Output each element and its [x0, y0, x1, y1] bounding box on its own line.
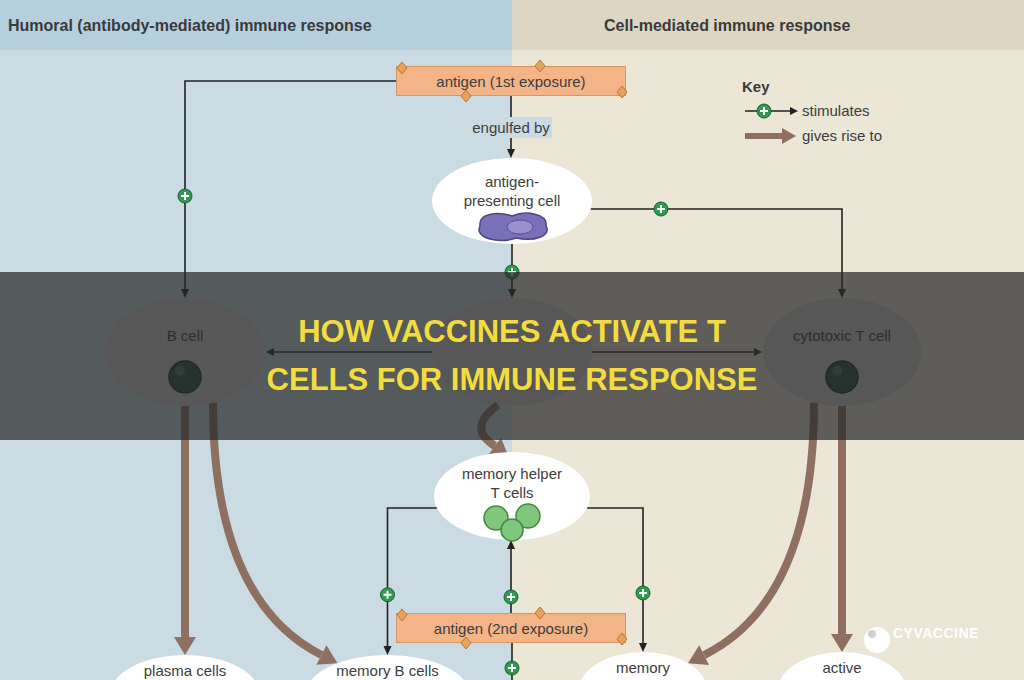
gives-rise-connector	[688, 402, 814, 664]
legend-heading: Key	[742, 78, 770, 95]
stimulate-plus	[639, 589, 647, 597]
connector-line	[213, 403, 321, 655]
arrow-head	[782, 128, 796, 144]
node-text: Humoral (antibody-mediated) immune respo…	[8, 16, 372, 35]
cell-ellipse: active	[777, 652, 907, 680]
node-text: antigen (1st exposure)	[436, 72, 585, 91]
section-header: Humoral (antibody-mediated) immune respo…	[0, 0, 512, 50]
arrow-head	[507, 149, 515, 158]
stimulate-mark	[381, 588, 395, 602]
connector-line	[181, 406, 189, 637]
connector	[504, 540, 518, 613]
stimulate-plus	[507, 593, 515, 601]
antigen-diamond	[617, 86, 627, 98]
stimulate-plus	[508, 664, 516, 672]
watermark-logo-dot	[868, 630, 876, 638]
stimulate-mark	[757, 104, 771, 118]
ellipse-shape	[432, 158, 592, 244]
title-container: HOW VACCINES ACTIVATE T CELLS FOR IMMUNE…	[0, 272, 1024, 440]
stimulate-circle	[654, 202, 668, 216]
node-text: memory helper T cells	[457, 464, 567, 502]
antigen-diamond	[617, 633, 627, 645]
legend-text: stimulates	[802, 102, 870, 119]
stimulate-circle	[381, 588, 395, 602]
arrow-head	[384, 646, 392, 655]
legend-line	[745, 133, 782, 139]
stimulate-circle	[636, 586, 650, 600]
section-header: Cell-mediated immune response	[512, 0, 1024, 50]
connector-line	[704, 402, 814, 655]
connector	[507, 96, 515, 158]
gives-rise-connector	[174, 406, 196, 655]
legend-text: gives rise to	[802, 127, 882, 144]
antigen-box: antigen (1st exposure)	[396, 66, 626, 96]
connector-line	[838, 406, 846, 634]
stimulate-circle	[504, 590, 518, 604]
node-text: antigen (2nd exposure)	[434, 619, 588, 638]
connector	[178, 81, 396, 298]
antigen-diamond	[397, 609, 407, 621]
antigen-presenting-cell-illustration	[479, 213, 547, 240]
legend-line	[745, 110, 790, 112]
connector-line	[185, 81, 396, 289]
connector-line	[510, 96, 512, 149]
cell-nucleus	[507, 220, 533, 234]
antigen-diamond	[535, 607, 545, 619]
arrow-head	[174, 637, 196, 655]
node-text: antigen-presenting cell	[453, 172, 571, 210]
stimulate-plus	[657, 205, 665, 213]
ellipse-shape	[305, 655, 470, 680]
stimulate-plus	[181, 192, 189, 200]
stimulate-mark	[654, 202, 668, 216]
ellipse-shape	[110, 655, 260, 680]
cell-ellipse: memory	[578, 652, 708, 680]
antigen-diamond	[461, 637, 471, 649]
ellipse-shape	[777, 652, 907, 680]
antigen-box: antigen (2nd exposure)	[396, 613, 626, 643]
node-text: plasma cells	[144, 661, 227, 680]
stimulate-plus	[384, 591, 392, 599]
stimulate-mark	[505, 661, 519, 675]
stimulate-circle	[178, 189, 192, 203]
cell-ellipse: memory B cells	[305, 655, 470, 680]
arrow-head	[639, 643, 647, 652]
watermark: CYVACCINE	[893, 625, 979, 641]
gives-rise-connector	[213, 403, 338, 665]
stimulate-mark	[504, 590, 518, 604]
stimulate-plus	[760, 107, 768, 115]
title-overlay	[0, 272, 1024, 440]
node-text: memory	[616, 658, 670, 677]
stimulate-mark	[636, 586, 650, 600]
node-text: Cell-mediated immune response	[604, 16, 850, 35]
ellipse-shape	[578, 652, 708, 680]
node-text: memory B cells	[336, 661, 439, 680]
legend-sample	[742, 126, 800, 146]
ellipse-shape	[434, 452, 590, 540]
arrow-head	[831, 634, 853, 652]
watermark-logo	[864, 627, 890, 653]
antigen-diamond	[461, 90, 471, 102]
legend-sample	[742, 101, 800, 121]
node-text: active	[822, 658, 861, 677]
cell-ellipse: plasma cells	[110, 655, 260, 680]
gives-rise-connector	[831, 406, 853, 652]
title: HOW VACCINES ACTIVATE T CELLS FOR IMMUNE…	[252, 308, 772, 404]
stimulate-circle	[757, 104, 771, 118]
stimulate-circle	[505, 661, 519, 675]
stimulate-mark	[178, 189, 192, 203]
arrow-head	[790, 107, 798, 115]
antigen-diamond	[535, 60, 545, 72]
antigen-diamond	[397, 62, 407, 74]
memory-cell-illustration	[501, 519, 523, 541]
